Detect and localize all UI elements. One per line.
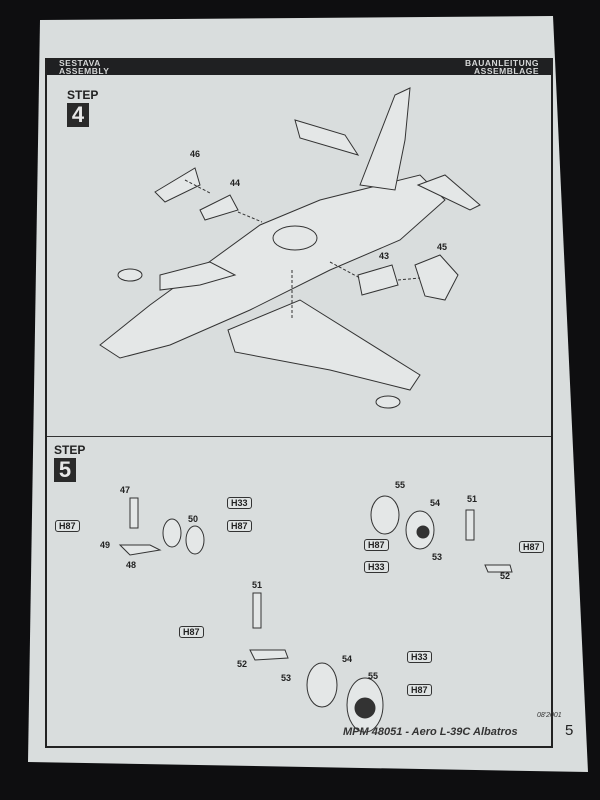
step-4-heading: STEP 4: [67, 88, 98, 127]
gear-illustrations: [118, 495, 513, 733]
part-label: 51: [467, 494, 478, 504]
assembly-arrows: [184, 179, 421, 318]
header-left-1: SESTAVA: [59, 58, 101, 68]
part-label: 49: [100, 540, 111, 550]
header-left-2: ASSEMBLY: [59, 66, 110, 76]
color-code-box: H33: [227, 497, 252, 509]
paper: [28, 16, 588, 772]
part-label: 53: [281, 673, 292, 683]
print-date: 08'2001: [537, 712, 562, 719]
part-label: 51: [252, 580, 263, 590]
color-code-box: H87: [519, 541, 544, 553]
header-right-2: ASSEMBLAGE: [474, 66, 539, 76]
part-label: 55: [395, 480, 406, 490]
part-label: 53: [432, 552, 443, 562]
color-code-box: H33: [407, 651, 432, 663]
step-number: 4: [67, 103, 89, 127]
part-label: 50: [188, 514, 199, 524]
step-label: STEP: [54, 443, 86, 457]
aircraft-illustration: [99, 87, 481, 409]
step-divider: [47, 436, 551, 437]
kit-title: MPM 48051 - Aero L-39C Albatros: [343, 726, 518, 738]
part-label: 54: [342, 654, 353, 664]
part-label: 44: [230, 178, 241, 188]
step-number: 5: [54, 458, 76, 482]
step-label: STEP: [67, 88, 99, 102]
color-code-box: H33: [364, 561, 389, 573]
color-code-box: H87: [364, 539, 389, 551]
part-label: 46: [190, 149, 201, 159]
color-code-box: H87: [179, 626, 204, 638]
part-label: 43: [379, 251, 390, 261]
part-label: 55: [368, 671, 379, 681]
part-label: 52: [500, 571, 511, 581]
color-code-box: H87: [55, 520, 80, 532]
header-right-1: BAUANLEITUNG: [465, 58, 539, 68]
color-code-box: H87: [407, 684, 432, 696]
step-5-heading: STEP 5: [54, 443, 85, 482]
page-number: 5: [565, 722, 574, 739]
page-frame: [45, 58, 553, 748]
part-label: 54: [430, 498, 441, 508]
color-code-box: H87: [227, 520, 252, 532]
part-label: 48: [126, 560, 137, 570]
part-label: 47: [120, 485, 131, 495]
part-label: 52: [237, 659, 248, 669]
part-label: 45: [437, 242, 448, 252]
